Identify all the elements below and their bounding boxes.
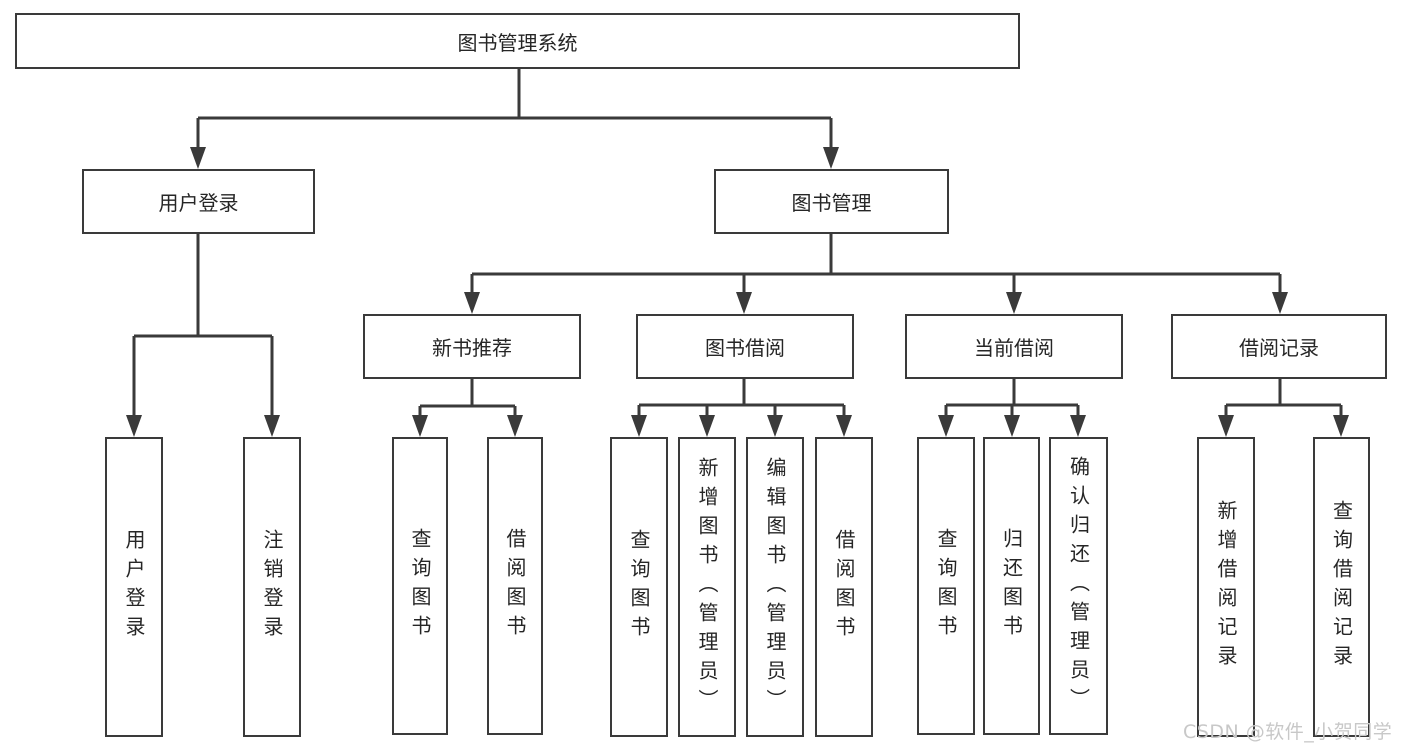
- node-new-book-recommendation: 新书推荐: [363, 314, 581, 379]
- recommend-borrow-books: 借阅图书: [487, 437, 543, 735]
- current-confirm-return-admin: 确认归还（管理员）: [1049, 437, 1108, 735]
- node-library-management-system: 图书管理系统: [15, 13, 1020, 69]
- borrowing-add-books-admin: 新增图书（管理员）: [678, 437, 736, 737]
- borrowing-query-books: 查询图书: [610, 437, 668, 737]
- leaf-user-login: 用户登录: [105, 437, 163, 737]
- node-current-borrowing: 当前借阅: [905, 314, 1123, 379]
- borrowing-borrow-books: 借阅图书: [815, 437, 873, 737]
- records-query-borrow-record: 查询借阅记录: [1313, 437, 1370, 737]
- leaf-logout: 注销登录: [243, 437, 301, 737]
- recommend-query-books: 查询图书: [392, 437, 448, 735]
- arrowhead-icons: [126, 147, 1349, 437]
- node-user-login: 用户登录: [82, 169, 315, 234]
- borrowing-edit-books-admin: 编辑图书（管理员）: [746, 437, 804, 737]
- current-return-books: 归还图书: [983, 437, 1040, 735]
- node-book-borrowing: 图书借阅: [636, 314, 854, 379]
- csdn-watermark: CSDN @软件_小贺同学: [1183, 721, 1393, 743]
- node-book-management: 图书管理: [714, 169, 949, 234]
- current-query-books: 查询图书: [917, 437, 975, 735]
- node-borrowing-records: 借阅记录: [1171, 314, 1387, 379]
- records-add-borrow-record: 新增借阅记录: [1197, 437, 1255, 737]
